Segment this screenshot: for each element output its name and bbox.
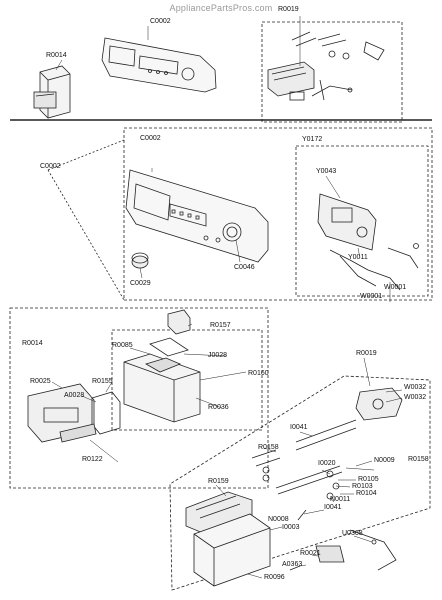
label-r0155: R0155 (92, 378, 113, 385)
label-r0160: R0160 (248, 370, 269, 377)
label-r0159: R0159 (208, 478, 229, 485)
label-r0103: R0103 (352, 483, 373, 490)
label-r0122: R0122 (82, 456, 103, 463)
top-overview (33, 21, 403, 123)
label-r0158a: R0158 (258, 444, 279, 451)
label-i0041b: I0041 (324, 504, 342, 511)
label-r0104: R0104 (356, 490, 377, 497)
label-r0014: R0014 (22, 340, 43, 347)
label-r0157: R0157 (210, 322, 231, 329)
c0002-section (47, 127, 433, 301)
label-y0172: Y0172 (302, 136, 323, 143)
watermark: AppliancePartsPros.com (169, 3, 273, 13)
label-c0046: C0046 (234, 264, 255, 271)
label-r0105: R0105 (358, 476, 379, 483)
top-drawer (33, 65, 71, 119)
label-i0041a: I0041 (290, 424, 308, 431)
label-i0003: I0003 (282, 524, 300, 531)
label-a0028: A0028 (64, 392, 85, 399)
label-j0028: J0028 (208, 352, 228, 359)
label-y0011: Y0011 (348, 254, 368, 261)
label-r0036: R0036 (208, 404, 229, 411)
top-control-panel (101, 37, 217, 93)
label-n0009: N0009 (374, 457, 395, 464)
top-wire-parts (291, 31, 385, 101)
label-w0001a: W0001 (384, 284, 407, 291)
label-c0002-inner: C0002 (140, 135, 161, 142)
label-r0096: R0096 (264, 574, 285, 581)
label-y0043: Y0043 (316, 168, 337, 175)
label-r0158b: R0158 (408, 456, 429, 463)
label-n0011: N0011 (330, 496, 351, 503)
top-control-board (267, 61, 315, 101)
label-top-r0019: R0019 (278, 6, 299, 13)
label-c0002-outer: C0002 (40, 163, 61, 170)
label-u0368: U0368 (342, 530, 363, 537)
label-r0019: R0019 (356, 350, 377, 357)
label-w0032a: W0032 (404, 384, 427, 391)
label-r0025: R0025 (30, 378, 51, 385)
label-w0032b: W0032 (404, 394, 427, 401)
label-n0008: N0008 (268, 516, 289, 523)
label-r0085: R0085 (112, 342, 133, 349)
label-top-r0014: R0014 (46, 52, 67, 59)
r0019-section (169, 375, 431, 591)
label-c0029: C0029 (130, 280, 151, 287)
r0014-section (9, 307, 269, 489)
label-a0363: A0363 (282, 561, 303, 568)
top-r0019-box (261, 21, 403, 123)
label-w0001b: W0001 (360, 293, 383, 300)
label-i0020: I0020 (318, 460, 336, 467)
leader-lines (51, 16, 403, 579)
label-r0021: R0021 (300, 550, 321, 557)
label-top-c0002: C0002 (150, 18, 171, 25)
